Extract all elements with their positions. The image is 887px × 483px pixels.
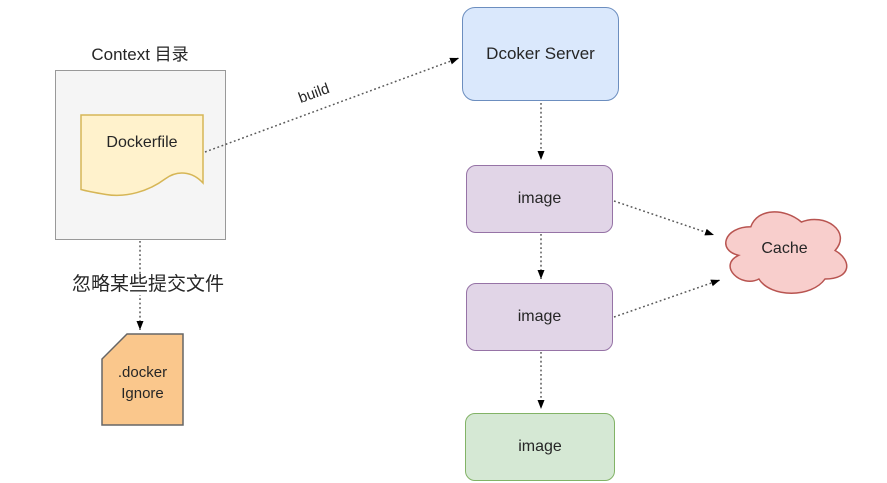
context-group-box [55, 70, 226, 240]
dockerignore-label-line2: Ignore [121, 385, 164, 402]
dockerignore-label: .docker Ignore [102, 362, 183, 404]
ignore-edge-label: 忽略某些提交文件 [50, 269, 246, 296]
image-top-node: image [466, 165, 613, 233]
dockerfile-label: Dockerfile [106, 134, 178, 151]
image-bottom-label: image [518, 438, 562, 455]
context-group-title: Context 目录 [91, 45, 189, 64]
edge-image-middle-to-cache [613, 279, 721, 318]
image-bottom-node: image [465, 413, 615, 481]
ignore-edge-label-text: 忽略某些提交文件 [69, 274, 226, 295]
build-edge-label: build [296, 80, 332, 107]
docker-server-label: Dcoker Server [486, 44, 595, 63]
docker-server-node: Dcoker Server [462, 7, 619, 101]
cache-label: Cache [761, 240, 808, 257]
edge-build [204, 57, 460, 153]
image-middle-label: image [517, 308, 562, 325]
dockerignore-label-line1: .docker [117, 364, 168, 381]
image-middle-node: image [466, 283, 613, 351]
edge-image-top-to-cache [613, 200, 715, 236]
image-top-label: image [517, 190, 562, 207]
